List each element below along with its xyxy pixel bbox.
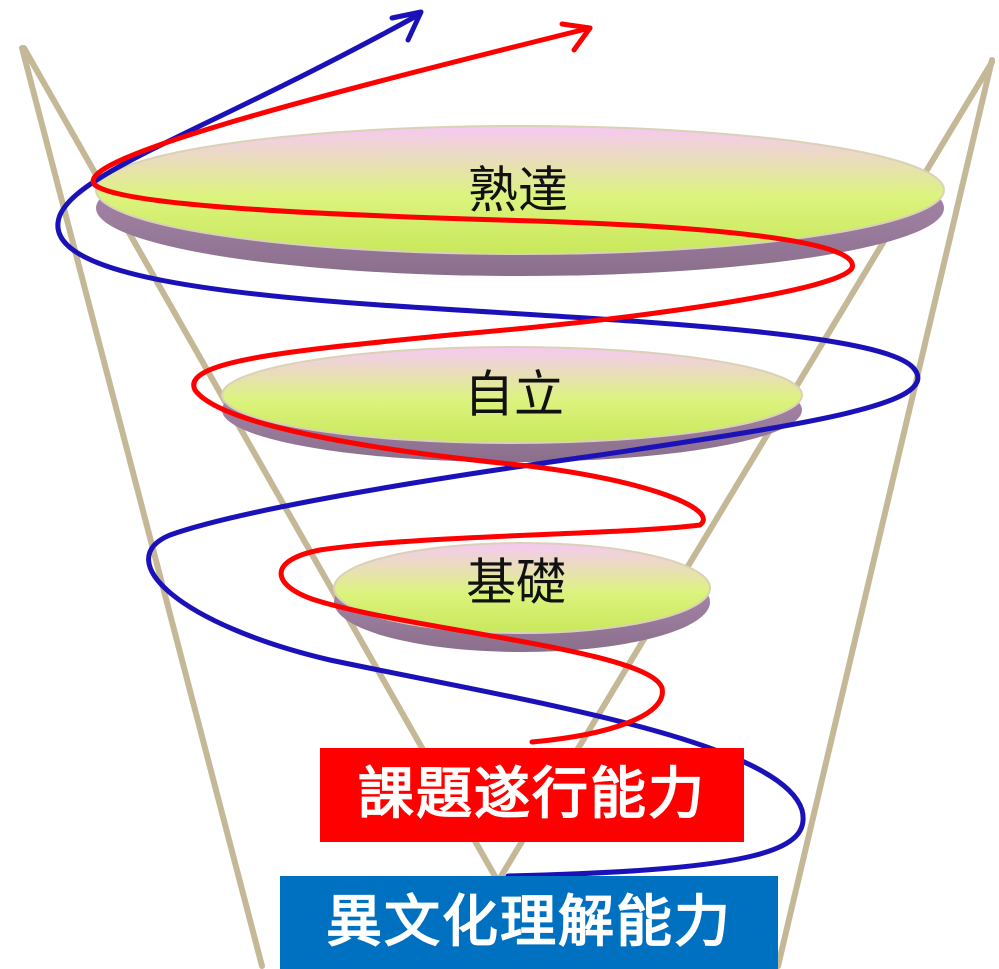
funnel-outer-right xyxy=(775,57,995,969)
arrow-head-intercultural xyxy=(389,9,424,43)
spiral-task xyxy=(90,25,855,745)
badge-task-ability: 課題遂行能力 xyxy=(320,748,744,842)
badge-intercultural-ability: 異文化理解能力 xyxy=(280,876,778,969)
arrow-head-task xyxy=(559,21,593,53)
disc-bottom: 基礎 xyxy=(333,542,711,652)
badge-task-label: 課題遂行能力 xyxy=(358,762,706,827)
spiral-intercultural xyxy=(55,11,921,879)
disc-middle: 自立 xyxy=(221,346,803,462)
badge-intercultural-label: 異文化理解能力 xyxy=(326,889,732,955)
funnel-outer-left xyxy=(19,45,265,969)
level-label-bottom: 基礎 xyxy=(466,554,566,612)
disc-top: 熟達 xyxy=(95,125,945,276)
level-label-middle: 自立 xyxy=(464,366,564,424)
level-label-top: 熟達 xyxy=(468,162,568,220)
